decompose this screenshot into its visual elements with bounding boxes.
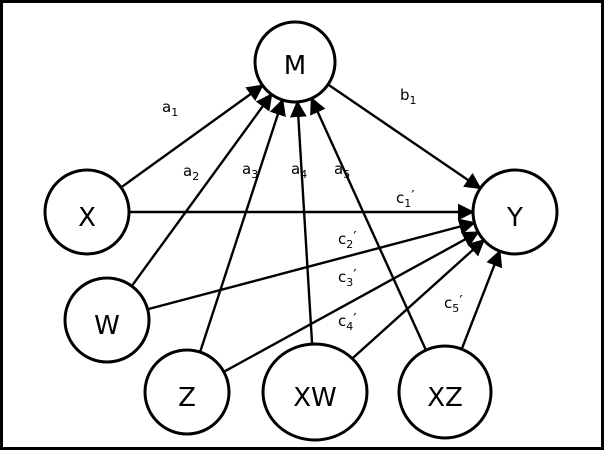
edge-w-to-y	[147, 218, 477, 311]
node-circle	[43, 168, 131, 256]
node-label: XW	[293, 383, 337, 413]
edge-x-to-m	[120, 84, 264, 189]
path-label-a5: a5	[334, 160, 350, 181]
node-xw: XW	[261, 342, 369, 442]
arrow-x-m	[120, 84, 264, 189]
edge-xw-to-m	[289, 100, 314, 345]
node-circle	[397, 344, 493, 440]
arrow-w-m	[130, 92, 273, 287]
path-label-a3: a3	[242, 160, 258, 181]
node-xz: XZ	[397, 344, 493, 440]
arrow-w-y	[147, 218, 477, 311]
node-circle	[471, 168, 559, 256]
edge-m-to-y	[327, 83, 482, 190]
path-label-a4: a4	[291, 160, 307, 181]
edge-xz-to-m	[310, 96, 428, 351]
edge-labels-layer: a1 a2 a3 a4 a5 b1 c1′ c2′ c3′ c4′ c5′	[162, 86, 463, 333]
node-label: Y	[506, 203, 523, 233]
path-label-b1: b1	[400, 86, 417, 107]
arrow-xz-y	[460, 249, 503, 350]
node-circle	[143, 348, 231, 436]
edge-z-to-m	[198, 98, 286, 353]
path-label-c4: c4′	[338, 310, 357, 333]
node-x: X	[43, 168, 131, 256]
path-label-c2: c2′	[338, 228, 357, 251]
arrow-xw-y	[351, 238, 486, 360]
path-label-c1: c1′	[396, 187, 415, 210]
node-label: W	[94, 311, 120, 341]
node-label: XZ	[427, 383, 463, 413]
node-z: Z	[143, 348, 231, 436]
edges-layer	[120, 83, 503, 373]
path-label-c5: c5′	[444, 292, 463, 315]
node-label: X	[78, 203, 96, 233]
node-circle	[261, 342, 369, 442]
node-label: M	[284, 51, 306, 81]
edge-xw-to-y	[351, 238, 486, 360]
arrow-m-y	[327, 83, 482, 190]
node-circle	[63, 276, 151, 364]
edge-xz-to-y	[460, 249, 503, 350]
edge-z-to-y	[223, 231, 480, 373]
arrow-z-m	[198, 98, 286, 353]
edge-w-to-m	[130, 92, 273, 287]
arrow-z-y	[223, 231, 480, 373]
arrow-xw-m	[289, 100, 314, 345]
node-w: W	[63, 276, 151, 364]
path-label-a2: a2	[183, 162, 199, 183]
path-label-a1: a1	[162, 98, 178, 119]
node-m: M	[253, 20, 337, 104]
arrow-xz-m	[310, 96, 428, 351]
path-label-c3: c3′	[338, 266, 357, 289]
node-label: Z	[178, 383, 196, 413]
node-y: Y	[471, 168, 559, 256]
node-circle	[253, 20, 337, 104]
